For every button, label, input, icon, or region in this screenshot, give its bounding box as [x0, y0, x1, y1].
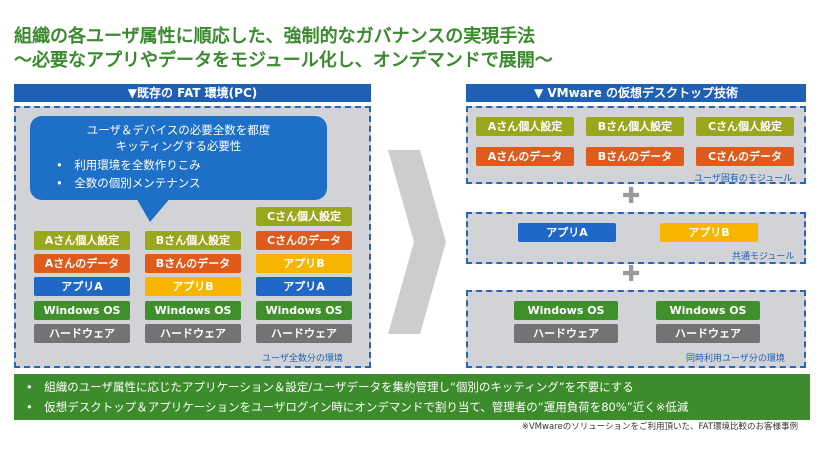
col-c-os: Windows OS [256, 301, 352, 320]
col-b-settings: Bさん個人設定 [145, 231, 241, 250]
vm-hardware-2: ハードウェア [656, 324, 760, 343]
col-a-os: Windows OS [34, 301, 130, 320]
vm-app-a: アプリA [518, 223, 616, 242]
left-header: ▼既存の FAT 環境(PC) [14, 84, 371, 102]
left-panel-label: ユーザ全数分の環境 [262, 354, 343, 364]
col-a-hardware: ハードウェア [34, 324, 130, 343]
col-a-app: アプリA [34, 277, 130, 296]
vm-app-b: アプリB [660, 223, 758, 242]
col-c-data: Cさんのデータ [256, 231, 352, 250]
summary-line-2: • 仮想デスクトップ＆アプリケーションをユーザログイン時にオンデマンドで割り当て… [26, 400, 689, 414]
vm-c-settings: Cさん個人設定 [696, 117, 794, 136]
speech-bubble: ユーザ＆デバイスの必要全数を都度 キッティングする必要性 • 利用環境を全数作り… [30, 116, 327, 200]
right-header: ▼ VMware の仮想デスクトップ技術 [466, 84, 806, 102]
vm-os-1: Windows OS [514, 301, 618, 320]
col-a-data: Aさんのデータ [34, 254, 130, 273]
bubble-line-2: キッティングする必要性 [115, 139, 242, 153]
col-b-app: アプリB [145, 277, 241, 296]
bubble-bullet-1: • 利用環境を全数作りこみ [56, 158, 201, 172]
vm-b-data: Bさんのデータ [586, 147, 684, 166]
vm-a-data: Aさんのデータ [476, 147, 574, 166]
vm-c-data: Cさんのデータ [696, 147, 794, 166]
summary-bar: • 組織のユーザ属性に応じたアプリケーション＆設定/ユーザデータを集約管理し“個… [14, 374, 810, 420]
vm-hardware-1: ハードウェア [514, 324, 618, 343]
bubble-line-1: ユーザ＆デバイスの必要全数を都度 [86, 123, 271, 137]
plus-icon: ✚ [622, 184, 641, 209]
vm-os-2: Windows OS [656, 301, 760, 320]
user-module-label: ユーザ固有のモジュール [694, 174, 793, 184]
concurrent-env-label: 同時利用ユーザ分の環境 [686, 354, 785, 364]
bubble-bullet-2: • 全数の個別メンテナンス [56, 176, 201, 190]
col-b-data: Bさんのデータ [145, 254, 241, 273]
vm-a-settings: Aさん個人設定 [476, 117, 574, 136]
common-module-label: 共通モジュール [732, 252, 795, 262]
title-line-1: 組織の各ユーザ属性に順応した、強制的なガバナンスの実現手法 [14, 26, 536, 47]
col-c-settings: Cさん個人設定 [256, 207, 352, 226]
plus-icon: ✚ [622, 262, 641, 287]
col-b-hardware: ハードウェア [145, 324, 241, 343]
col-a-settings: Aさん個人設定 [34, 231, 130, 250]
title-line-2: ～必要なアプリやデータをモジュール化し、オンデマンドで展開～ [14, 50, 553, 71]
summary-line-1: • 組織のユーザ属性に応じたアプリケーション＆設定/ユーザデータを集約管理し“個… [26, 380, 634, 394]
vm-b-settings: Bさん個人設定 [586, 117, 684, 136]
col-c-app-a: アプリA [256, 277, 352, 296]
col-b-os: Windows OS [145, 301, 241, 320]
col-c-app-b: アプリB [256, 254, 352, 273]
footnote: ※VMwareのソリューションをご利用頂いた、FAT環境比較のお客様事例 [521, 422, 798, 432]
col-c-hardware: ハードウェア [256, 324, 352, 343]
